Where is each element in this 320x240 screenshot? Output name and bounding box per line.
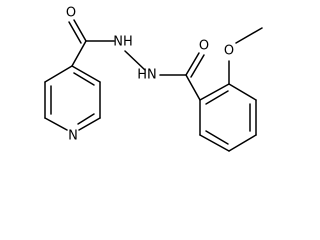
pyridine-c2-n1 <box>78 117 101 131</box>
benzene-c2-c3 <box>228 83 257 101</box>
nh-label-top: NH <box>113 35 133 50</box>
pyridine-inner-1 <box>73 72 95 86</box>
benzene-inner-1 <box>205 90 229 105</box>
oxygen-label-right-carbonyl: O <box>199 39 209 54</box>
bond-c1-o1a <box>73 19 87 42</box>
benzene-c5-c6 <box>199 134 230 152</box>
bond-c2-o2a <box>185 52 200 76</box>
bond-c2-o2b <box>190 54 205 78</box>
structure-canvas: O NH HN O O N <box>44 5 263 152</box>
bond-c2-benzene <box>185 74 201 101</box>
benzene-inner-3 <box>205 130 229 145</box>
nitrogen-label-pyridine: N <box>68 129 78 144</box>
benzene-c4-c5 <box>228 134 257 152</box>
pyridine-inner-2 <box>77 113 95 125</box>
pyridine-c4-c3 <box>71 65 101 83</box>
bond-c1-o1b <box>68 21 82 44</box>
pyridine-c5-c4 <box>44 65 73 83</box>
oxygen-label-methoxy: O <box>224 44 234 59</box>
pyridine-n1-c6 <box>44 117 68 131</box>
bond-c1-pyridine <box>71 40 87 67</box>
benzene-c1-c2 <box>199 83 230 101</box>
oxygen-label-left-carbonyl: O <box>66 6 76 21</box>
bond-nh-hn <box>124 50 146 71</box>
nh-label-bottom: HN <box>137 68 157 83</box>
bond-o-methyl <box>235 27 263 44</box>
molecule-diagram: O NH HN O O N <box>44 6 263 152</box>
